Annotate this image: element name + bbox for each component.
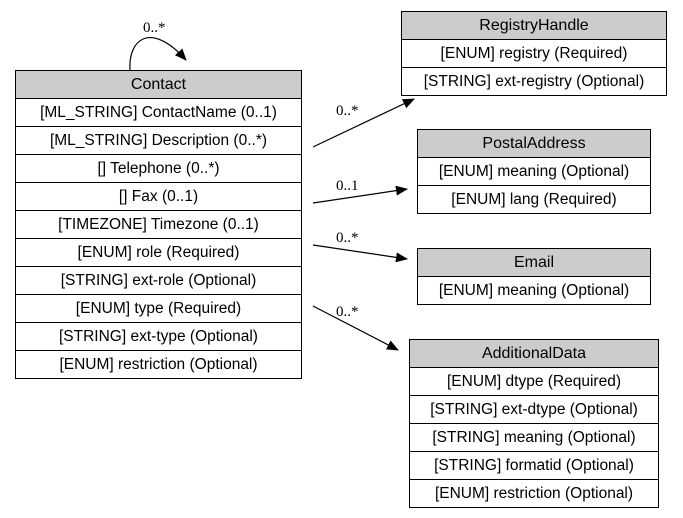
- class-postaladdress: PostalAddress [ENUM] meaning (Optional) …: [417, 129, 651, 214]
- class-contact-attribute: [ENUM] role (Required): [16, 239, 301, 267]
- edge-contact-registryhandle: [312, 98, 415, 148]
- multiplicity-postaladdress: 0..1: [336, 178, 359, 194]
- class-postaladdress-attribute: [ENUM] meaning (Optional): [418, 158, 650, 186]
- class-additionaldata-attribute: [ENUM] restriction (Optional): [434, 485, 634, 502]
- class-registryhandle-attribute: [ENUM] registry (Required): [402, 40, 666, 68]
- class-additionaldata-attribute: [STRING] ext-dtype (Optional): [410, 396, 658, 424]
- class-email-attribute: [ENUM] meaning (Optional): [438, 282, 630, 299]
- class-email-title: Email: [418, 249, 650, 277]
- class-contact-attribute: [TIMEZONE] Timezone (0..1): [16, 211, 301, 239]
- multiplicity-self-contact: 0..*: [143, 20, 166, 36]
- edge-contact-email: [312, 244, 408, 263]
- multiplicity-email: 0..*: [336, 230, 359, 246]
- class-contact-attribute: [STRING] ext-role (Optional): [16, 267, 301, 295]
- class-contact-attribute: [STRING] ext-type (Optional): [16, 323, 301, 351]
- multiplicity-additionaldata: 0..*: [336, 304, 359, 320]
- class-contact-attribute: [] Fax (0..1): [16, 183, 301, 211]
- class-postaladdress-title: PostalAddress: [418, 130, 650, 158]
- class-additionaldata-attribute: [ENUM] dtype (Required): [410, 368, 658, 396]
- class-postaladdress-attribute: [ENUM] lang (Required): [451, 191, 617, 208]
- class-additionaldata-title: AdditionalData: [410, 340, 658, 368]
- class-registryhandle: RegistryHandle [ENUM] registry (Required…: [401, 11, 667, 96]
- class-additionaldata-attribute: [STRING] formatid (Optional): [410, 452, 658, 480]
- class-contact-attribute: [ML_STRING] Description (0..*): [16, 127, 301, 155]
- edge-contact-postaladdress: [312, 185, 408, 204]
- class-additionaldata-attribute: [STRING] meaning (Optional): [410, 424, 658, 452]
- class-registryhandle-attribute: [STRING] ext-registry (Optional): [423, 73, 645, 90]
- class-registryhandle-title: RegistryHandle: [402, 12, 666, 40]
- class-contact-attribute: [ML_STRING] ContactName (0..1): [16, 99, 301, 127]
- class-contact-attribute: [ENUM] type (Required): [16, 295, 301, 323]
- class-email: Email [ENUM] meaning (Optional): [417, 248, 651, 305]
- edge-contact-self: [129, 37, 187, 71]
- multiplicity-registryhandle: 0..*: [336, 103, 359, 119]
- class-contact-attribute: [] Telephone (0..*): [16, 155, 301, 183]
- class-additionaldata: AdditionalData [ENUM] dtype (Required) […: [409, 339, 659, 508]
- class-contact: Contact [ML_STRING] ContactName (0..1) […: [15, 70, 302, 379]
- class-contact-attribute: [ENUM] restriction (Optional): [59, 356, 258, 373]
- edge-contact-additionaldata: [312, 305, 399, 351]
- class-contact-title: Contact: [16, 71, 301, 99]
